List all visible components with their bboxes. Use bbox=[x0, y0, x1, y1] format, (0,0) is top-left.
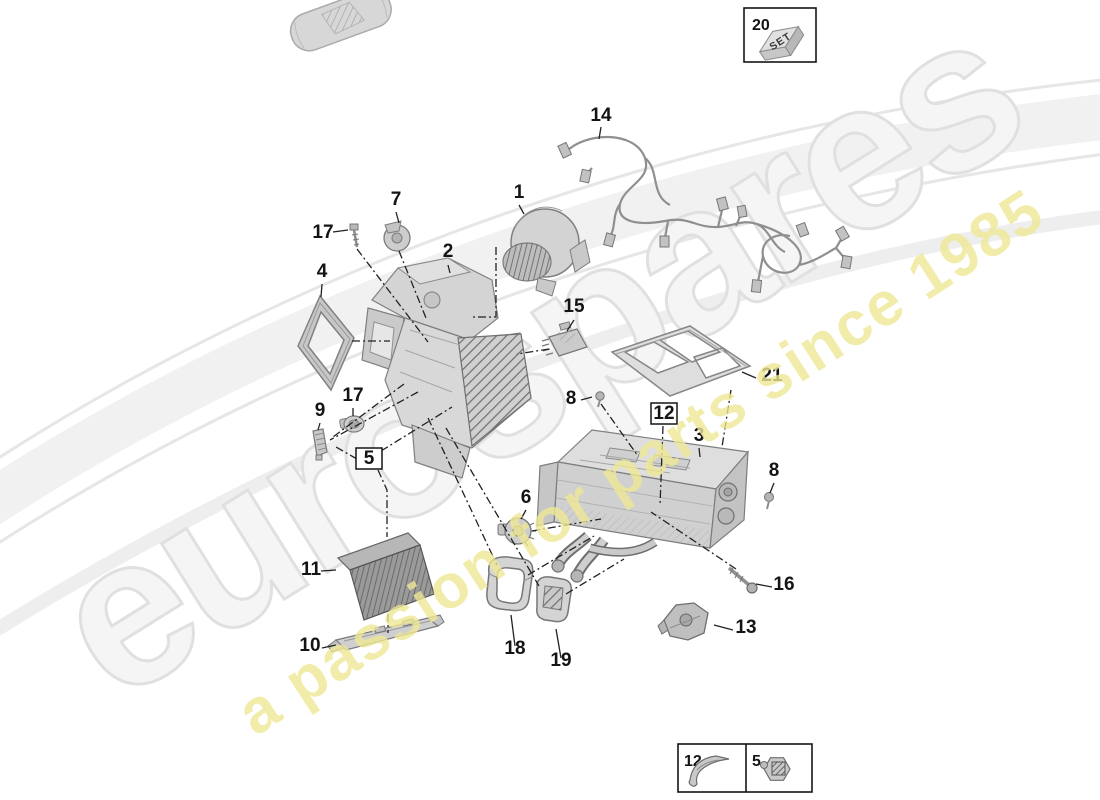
part-resistor-15 bbox=[541, 321, 588, 357]
callout-15[interactable]: 15 bbox=[563, 296, 585, 317]
callout-4[interactable]: 4 bbox=[317, 261, 328, 282]
callout-13[interactable]: 13 bbox=[735, 617, 756, 638]
callout-2[interactable]: 2 bbox=[443, 241, 454, 262]
part-actuator-7 bbox=[383, 220, 411, 252]
callout-8-left[interactable]: 8 bbox=[566, 388, 577, 409]
callout-11[interactable]: 11 bbox=[301, 559, 322, 580]
callout-12[interactable]: 12 bbox=[653, 403, 674, 424]
part-evaporator-11 bbox=[336, 532, 435, 621]
part-screw-16 bbox=[727, 566, 758, 594]
callout-18[interactable]: 18 bbox=[504, 638, 525, 659]
callout-8-right[interactable]: 8 bbox=[769, 460, 780, 481]
callout-17-mid[interactable]: 17 bbox=[342, 385, 363, 406]
legend-box: 12 5 bbox=[677, 743, 813, 793]
part-frame-21 bbox=[610, 325, 752, 397]
callout-20[interactable]: 20 bbox=[752, 17, 770, 34]
callout-7[interactable]: 7 bbox=[391, 189, 402, 210]
part-bracket-13 bbox=[657, 602, 709, 641]
part-duct-19 bbox=[536, 576, 572, 623]
part-screw-17 bbox=[349, 223, 360, 248]
callout-21[interactable]: 21 bbox=[761, 365, 783, 386]
callout-6[interactable]: 6 bbox=[521, 487, 532, 508]
part-main-hvac-unit bbox=[536, 429, 750, 583]
callout-17-top[interactable]: 17 bbox=[312, 222, 333, 243]
callout-1[interactable]: 1 bbox=[514, 182, 525, 203]
set-box: 20 SET bbox=[743, 7, 817, 63]
set-brick: SET bbox=[758, 25, 805, 61]
callout-box-12 bbox=[650, 402, 678, 425]
callout-9[interactable]: 9 bbox=[315, 400, 326, 421]
callout-box-5 bbox=[355, 447, 383, 470]
callout-16[interactable]: 16 bbox=[773, 574, 794, 595]
legend-label-5[interactable]: 5 bbox=[752, 753, 761, 770]
callout-3[interactable]: 3 bbox=[694, 425, 705, 446]
part-housing-assembly bbox=[361, 257, 532, 479]
callout-5[interactable]: 5 bbox=[364, 448, 375, 469]
part-wiring-harness bbox=[557, 135, 853, 294]
callout-10[interactable]: 10 bbox=[299, 635, 320, 656]
legend-clip-icon bbox=[688, 755, 730, 787]
leader-lines bbox=[317, 126, 775, 659]
part-drain-channel-10 bbox=[327, 614, 445, 653]
legend-grommet-icon bbox=[760, 757, 791, 781]
callout-14[interactable]: 14 bbox=[590, 105, 612, 126]
part-duct-18 bbox=[486, 556, 534, 612]
callout-19[interactable]: 19 bbox=[550, 650, 571, 671]
part-bracket-9 bbox=[312, 428, 328, 461]
part-actuator-6 bbox=[497, 517, 536, 547]
part-seal-gasket-4 bbox=[297, 294, 355, 392]
part-screw-8-left bbox=[595, 391, 605, 408]
callout-labels: 14 1 7 17 2 4 15 21 17 9 8 12 3 8 5 6 11… bbox=[299, 105, 794, 671]
part-screw-8-right bbox=[764, 492, 774, 510]
car-silhouette-icon bbox=[289, 0, 392, 52]
part-blower-motor bbox=[502, 206, 591, 297]
